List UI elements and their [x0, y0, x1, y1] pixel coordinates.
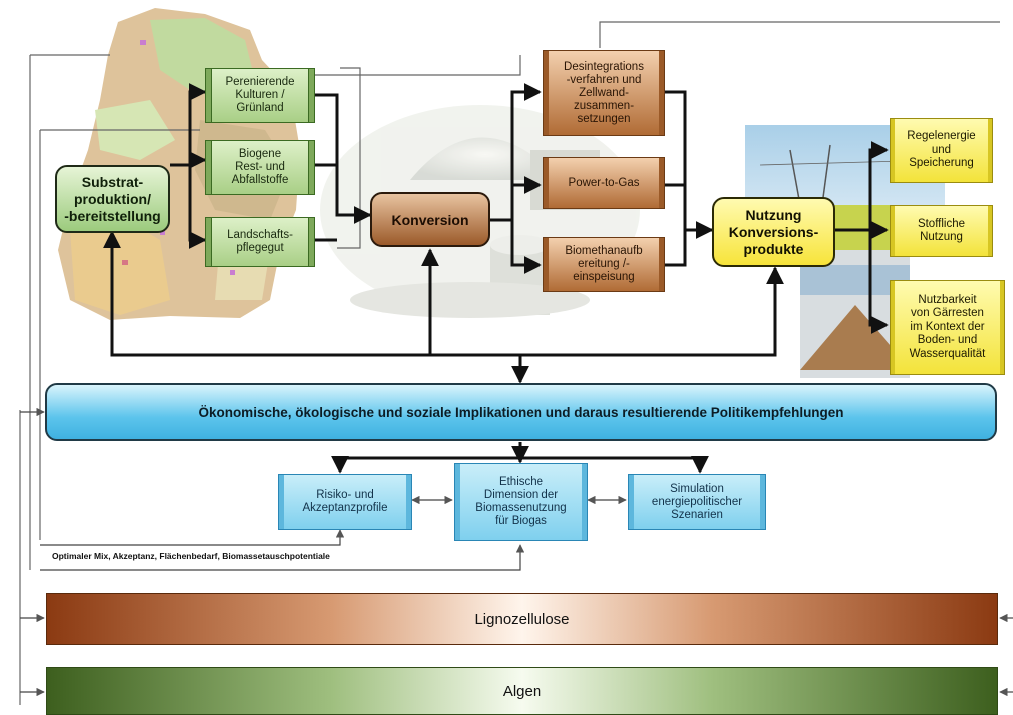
- implications-bar: Ökonomische, ökologische und soziale Imp…: [45, 383, 997, 441]
- band-lignozellulose: Lignozellulose: [46, 593, 998, 645]
- node-perenierende-label: Perenierende Kulturen / Grünland: [225, 76, 295, 114]
- node-nutzung-label: Nutzung Konversions- produkte: [728, 206, 819, 257]
- node-gaerreste: Nutzbarkeit von Gärresten im Kontext der…: [890, 280, 1005, 375]
- node-substrat: Substrat- produktion/ -bereitstellung: [55, 165, 170, 233]
- node-desintegration: Desintegrations -verfahren und Zellwand-…: [543, 50, 665, 136]
- node-gaerreste-label: Nutzbarkeit von Gärresten im Kontext der…: [909, 293, 986, 360]
- node-biomethan-label: Biomethanaufb ereitung /- einspeisung: [565, 245, 643, 283]
- node-power-to-gas-label: Power-to-Gas: [568, 176, 640, 189]
- box-risiko: Risiko- und Akzeptanzprofile: [278, 474, 412, 530]
- node-konversion-label: Konversion: [391, 211, 469, 228]
- node-power-to-gas: Power-to-Gas: [543, 157, 665, 209]
- box-ethische: Ethische Dimension der Biomassenutzung f…: [454, 463, 588, 541]
- band-algen: Algen: [46, 667, 998, 715]
- band-algen-label: Algen: [502, 682, 542, 700]
- node-biomethan: Biomethanaufb ereitung /- einspeisung: [543, 237, 665, 292]
- node-perenierende: Perenierende Kulturen / Grünland: [205, 68, 315, 123]
- band-lignozellulose-label: Lignozellulose: [474, 610, 570, 628]
- node-substrat-label: Substrat- produktion/ -bereitstellung: [64, 173, 161, 224]
- box-risiko-label: Risiko- und Akzeptanzprofile: [302, 489, 388, 514]
- node-regelenergie: Regelenergie und Speicherung: [890, 118, 993, 183]
- feedback-lines: [19, 21, 1000, 705]
- node-biogene-label: Biogene Rest- und Abfallstoffe: [231, 148, 289, 186]
- node-nutzung: Nutzung Konversions- produkte: [712, 197, 835, 267]
- box-ethische-label: Ethische Dimension der Biomassenutzung f…: [475, 476, 567, 527]
- node-stoffliche-label: Stoffliche Nutzung: [917, 217, 966, 244]
- node-stoffliche: Stoffliche Nutzung: [890, 205, 993, 257]
- node-desintegration-label: Desintegrations -verfahren und Zellwand-…: [564, 60, 644, 125]
- implications-label: Ökonomische, ökologische und soziale Imp…: [198, 404, 844, 420]
- bottom-caption: Optimaler Mix, Akzeptanz, Flächenbedarf,…: [52, 551, 330, 561]
- secondary-arrows: [20, 407, 1013, 697]
- node-landschaft: Landschafts- pflegegut: [205, 217, 315, 267]
- node-konversion: Konversion: [370, 192, 490, 247]
- main-flow-arrows: [103, 83, 889, 474]
- box-simulation: Simulation energiepolitischer Szenarien: [628, 474, 766, 530]
- node-regelenergie-label: Regelenergie und Speicherung: [907, 130, 976, 170]
- node-landschaft-label: Landschafts- pflegegut: [227, 229, 293, 254]
- box-simulation-label: Simulation energiepolitischer Szenarien: [651, 482, 743, 521]
- node-biogene: Biogene Rest- und Abfallstoffe: [205, 140, 315, 195]
